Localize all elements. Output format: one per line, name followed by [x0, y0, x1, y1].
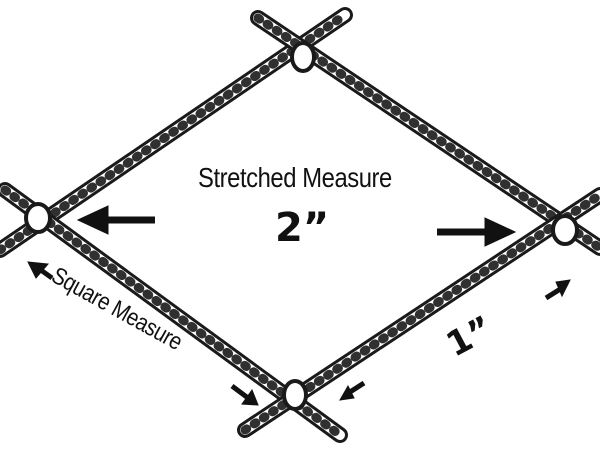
arrow-right-icon — [437, 217, 517, 247]
rope-top-left — [0, 7, 353, 258]
arrow-left-icon — [76, 205, 155, 235]
stretched-measure-value: 2” — [275, 205, 330, 251]
stretched-measure-label: Stretched Measure — [198, 162, 392, 193]
